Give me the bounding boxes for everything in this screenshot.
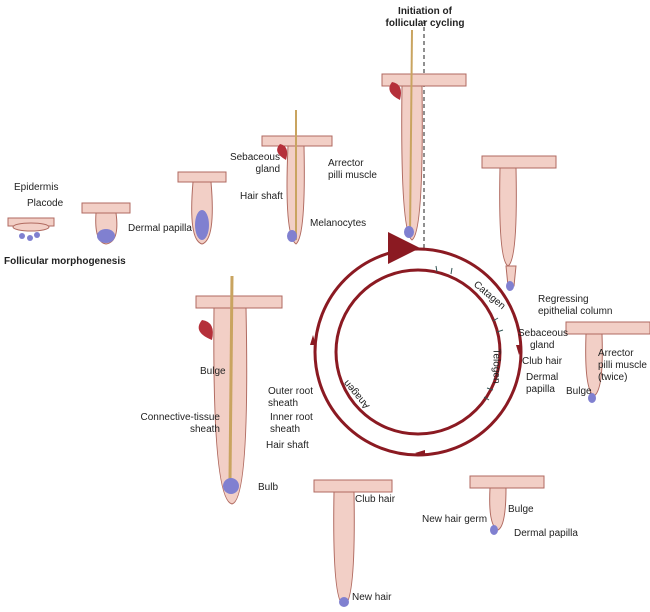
label-dermal-papilla: Dermal papilla: [128, 223, 192, 234]
label-club-hair-bottom: Club hair: [355, 494, 396, 505]
inner-cycle-ring: [334, 268, 502, 436]
label-bulb: Bulb: [258, 482, 279, 493]
label-club-hair: Club hair: [522, 356, 563, 367]
title-line1: Initiation of: [398, 6, 452, 17]
label-outer-root-sheath: Outer root: [268, 386, 314, 397]
label-melanocytes: Melanocytes: [310, 218, 367, 229]
label-dermal-papilla-right-2: papilla: [526, 384, 555, 395]
label-sebaceous-gland-2: gland: [255, 164, 280, 175]
label-arrector-right-3: (twice): [598, 372, 628, 383]
label-arrector-2: pilli muscle: [328, 170, 377, 181]
label-connective-tissue-2: sheath: [189, 424, 220, 435]
label-placode: Placode: [27, 198, 64, 209]
cycle-arrowhead: [415, 450, 425, 456]
label-inner-root-sheath: Inner root: [270, 412, 313, 423]
label-new-hair: New hair: [352, 592, 392, 603]
follicle-stages: [7, 29, 650, 607]
label-regressing: Regressing: [538, 294, 589, 305]
label-outer-root-sheath-2: sheath: [268, 398, 299, 409]
title-line2: follicular cycling: [385, 18, 465, 29]
label-arrector-right: Arrector: [598, 348, 634, 359]
label-hair-shaft: Hair shaft: [240, 191, 283, 202]
outer-cycle-ring: [313, 247, 523, 457]
label-telogen: Telogen: [490, 348, 502, 384]
label-arrector: Arrector: [328, 158, 364, 169]
label-connective-tissue: Connective-tissue: [140, 412, 220, 423]
label-dermal-papilla-right: Dermal: [526, 372, 559, 383]
morphogenesis-label: Follicular morphogenesis: [4, 256, 126, 267]
label-sebaceous-gland: Sebaceous: [229, 152, 280, 163]
label-bulge-left: Bulge: [200, 366, 226, 377]
cycle-arrowhead: [310, 335, 316, 345]
label-epidermis: Epidermis: [14, 182, 59, 193]
label-bulge-bottom: Bulge: [508, 504, 534, 515]
label-new-hair-germ: New hair germ: [422, 514, 488, 525]
label-sebaceous-gland-right-2: gland: [530, 340, 555, 351]
cycle-arrowhead: [516, 345, 522, 355]
label-bulge-right: Bulge: [566, 386, 592, 397]
label-dermal-papilla-bottom: Dermal papilla: [514, 528, 578, 539]
label-inner-root-sheath-2: sheath: [270, 424, 301, 435]
label-arrector-right-2: pilli muscle: [598, 360, 647, 371]
label-regressing-2: epithelial column: [538, 306, 613, 317]
label-sebaceous-gland-right: Sebaceous: [518, 328, 569, 339]
label-hair-shaft-left: Hair shaft: [266, 440, 309, 451]
